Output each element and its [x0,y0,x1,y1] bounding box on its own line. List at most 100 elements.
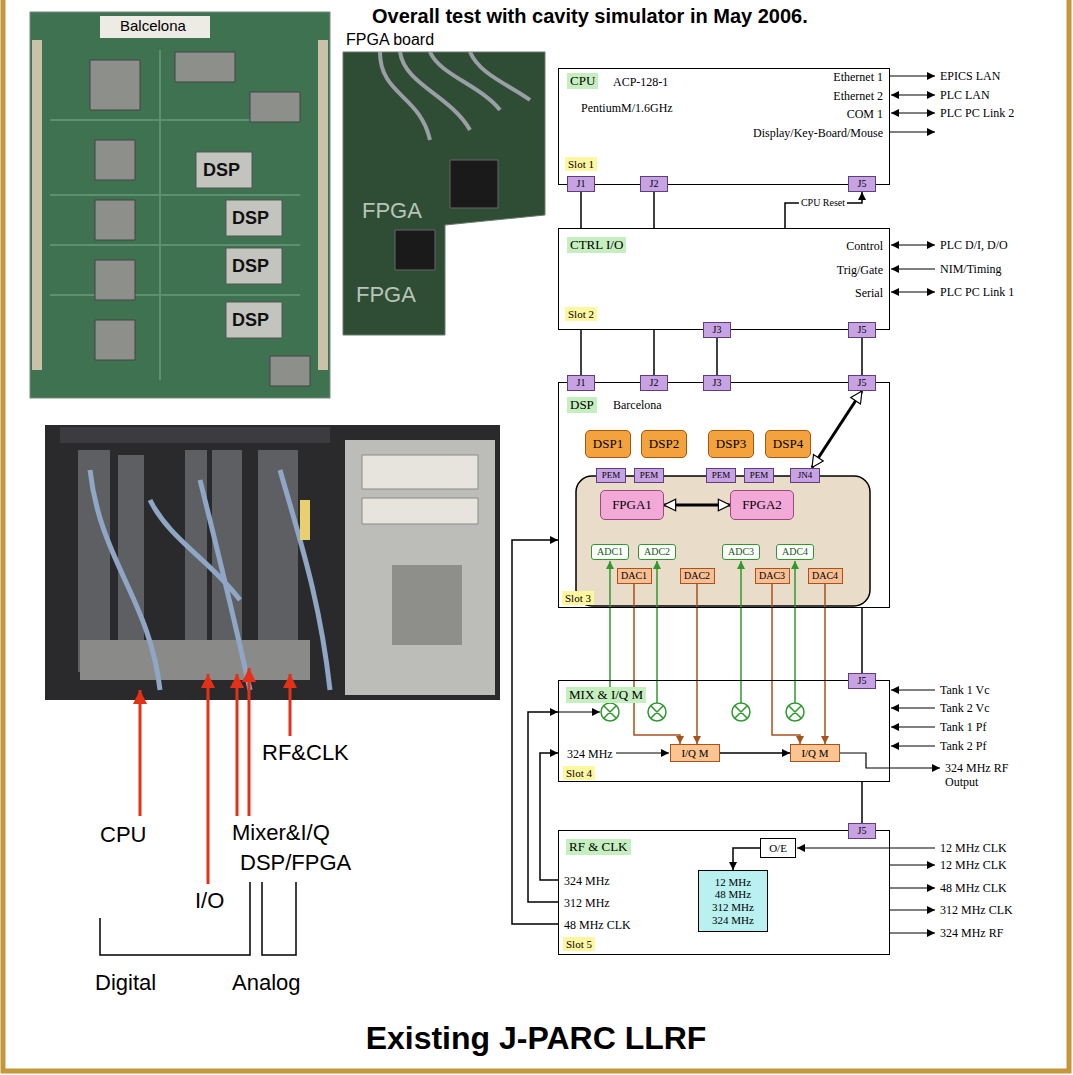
pem-slot: PEM [744,468,774,483]
pem-slot: PEM [706,468,736,483]
photo-label: CPU [100,822,146,847]
signal-connector [580,330,582,375]
signal-name: Tank 2 Pf [940,739,987,753]
block-label: J3 [713,324,722,336]
dac-block: DAC3 [755,568,790,584]
adc-block: ADC3 [722,544,760,560]
block-label: J5 [858,324,867,336]
connector-block: J2 [640,176,668,192]
signal-name: Display/Key-Board/Mouse [753,126,883,140]
signal-name: Barcelona [613,398,662,412]
signal-arrow [891,745,935,746]
chip-marking: DSP [232,256,269,277]
block-label: DAC4 [812,570,838,582]
mixer-symbol [601,703,804,721]
signal-connector [696,584,698,744]
chip-marking: DSP [203,160,240,181]
signal-connector [772,584,800,744]
connector-block: J3 [703,322,731,338]
chip [90,52,310,386]
photo-label: I/O [195,888,224,913]
pointer-arrow [139,690,142,816]
block-label: ADC2 [644,546,670,558]
signal-name: PLC D/I, D/O [940,238,1008,252]
block-label: J1 [577,178,586,190]
signal-name: 312 MHz CLK [940,903,1013,917]
pem-slot: PEM [634,468,664,483]
connector-block: J1 [567,176,595,192]
signal-name: Tank 1 Vc [940,683,990,697]
signal-name: Trig/Gate [837,263,883,277]
pointer-arrow [248,668,251,816]
signal-name: Serial [855,286,883,300]
lo-line [558,711,600,712]
signal-connector [861,338,863,375]
block-label: DAC3 [759,570,785,582]
signal-arrow [890,75,935,76]
signal-arrow [891,244,935,245]
block-label: PEM [602,470,621,480]
signal-arrow [891,268,935,269]
signal-name: PLC LAN [940,88,990,102]
block-label: DSP3 [716,437,746,452]
signal-name: PLC PC Link 2 [940,106,1014,120]
keyboard [60,427,330,443]
signal-connector [634,584,680,744]
signal-name: PentiumM/1.6GHz [581,101,673,115]
signal-connector [528,712,558,902]
block-label: J2 [650,178,659,190]
dsp-chip-photo [196,152,282,338]
signal-name: NIM/Timing [940,262,1002,276]
block-label: 324 MHz [712,914,754,927]
rack-photo [45,425,500,700]
signal-connector [580,192,582,228]
fpga-region [576,476,870,606]
signal-name: Control [846,239,883,253]
signal-connector [664,504,730,507]
block-label: PEM [640,470,659,480]
signal-arrow [890,887,935,888]
signal-connector [653,330,655,375]
signal-name: 324 MHz RF Output [945,761,1025,789]
module-title: DSP [567,397,597,413]
adc-signal-line [656,561,658,703]
block-label: 12 MHz [715,876,751,889]
signal-connector [733,848,760,870]
signal-arrow [890,864,935,865]
block-label: I/Q M [681,747,708,760]
signal-connector [861,608,863,673]
adc-block: ADC4 [776,544,814,560]
dsp-chip: DSP4 [765,430,811,458]
module-box: CTRL I/OControlTrig/GateSerialSlot 2J3J5 [558,228,890,330]
signal-arrow [891,112,935,113]
block-label: J3 [713,377,722,389]
board-marking: Balcelona [120,17,186,34]
photo-label: Analog [232,970,301,995]
module-title: CPU [567,73,598,89]
rf-line [616,752,669,753]
signal-arrow [890,131,935,132]
rf-output-line [840,753,940,768]
vent-grille [392,565,462,645]
block-label: J1 [577,377,586,389]
block-label: ADC4 [782,546,808,558]
module-box: MIX & I/Q M324 MHzSlot 4J5I/Q MI/Q M [558,680,890,782]
cable [90,470,330,690]
block-label: O/E [769,842,787,855]
connector-block: J3 [703,375,731,391]
connector-block: J1 [567,375,595,391]
module-box: DSPBarcelonaSlot 3J1J2J3J5DSP1DSP2DSP3DS… [558,382,890,608]
signal-name: 324 MHz [564,874,610,888]
group-bracket [262,882,296,955]
group-bracket [100,882,250,955]
signal-name: Ethernet 1 [833,70,883,84]
connector-block: J5 [848,823,876,839]
page-caption: Existing J-PARC LLRF [366,1020,707,1057]
signal-connector [824,584,826,744]
dsp-board-photo [30,12,330,398]
adc-block: ADC1 [591,544,629,560]
dac-block: DAC4 [808,568,843,584]
signal-arrow [891,726,935,727]
